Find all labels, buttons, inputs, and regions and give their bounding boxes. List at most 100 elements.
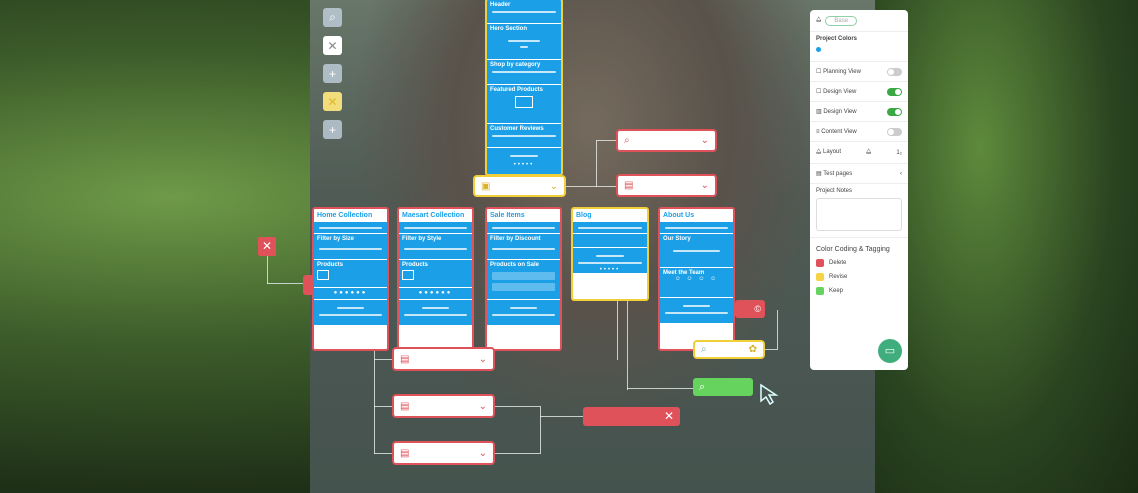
search-icon: ⌕ (699, 381, 706, 393)
connector (596, 140, 616, 141)
chevron-down-icon: ⌄ (478, 400, 487, 412)
team-label: Meet the Team (663, 270, 705, 276)
tag-label: Delete (829, 260, 847, 266)
chevron-down-icon: ⌄ (700, 180, 709, 191)
connector (617, 300, 618, 360)
filter-label: Filter by Style (402, 236, 442, 242)
connector (540, 416, 583, 417)
page-dropdown[interactable]: ▤⌄ (616, 174, 717, 197)
chevron-down-icon: ⌄ (700, 135, 709, 146)
design-view-toggle-2[interactable] (887, 107, 902, 116)
view-icon: ☐ (816, 69, 822, 75)
layout-value[interactable]: 1₂ (896, 149, 902, 156)
test-pages-label: Test pages (823, 171, 853, 177)
project-notes-label: Project Notes (816, 188, 853, 194)
tagging-title: Color Coding & Tagging (816, 246, 890, 253)
tag-label: Revise (829, 274, 848, 280)
connector (627, 388, 693, 389)
tag-label: Keep (829, 288, 844, 294)
swatch (816, 287, 824, 295)
card-title: Sale Items (487, 209, 560, 222)
search-tool-button[interactable]: ⌕ (323, 8, 342, 27)
search-dropdown[interactable]: ⌕⌄ (616, 129, 717, 152)
image-placeholder-icon (515, 96, 533, 108)
products-label: Products on Sale (490, 262, 540, 268)
category-section-label: Shop by category (490, 62, 541, 68)
view-label: Content View (821, 128, 857, 135)
design-view-toggle[interactable] (887, 87, 902, 96)
chevron-icon[interactable]: ‹ (900, 170, 902, 177)
card-title: Home Collection (314, 209, 387, 222)
plus-icon: + (328, 66, 336, 81)
page-dropdown-1[interactable]: ▤⌄ (392, 347, 495, 371)
search-icon: ⌕ (329, 10, 336, 24)
content-view-toggle[interactable] (887, 127, 902, 136)
header-section-label: Header (490, 2, 511, 8)
page-icon: ▤ (400, 353, 410, 365)
connector (596, 140, 597, 187)
stamp-icon[interactable]: ⧋ (866, 149, 872, 155)
hero-section-label: Hero Section (490, 26, 528, 32)
connector (495, 453, 540, 454)
card-title: Blog (573, 209, 647, 222)
products-label: Products (402, 262, 429, 268)
close-icon: ✕ (663, 409, 674, 423)
connector (267, 283, 307, 284)
chevron-down-icon: ⌄ (549, 180, 558, 192)
page-dropdown-2[interactable]: ▤⌄ (392, 394, 495, 418)
close-yellow-tool-button[interactable]: ✕ (323, 92, 342, 111)
reviews-section-label: Customer Reviews (490, 126, 544, 132)
plus-icon: + (328, 122, 336, 137)
tag-revise[interactable]: Revise (810, 270, 908, 284)
connector (374, 350, 375, 454)
story-label: Our Story (663, 236, 691, 242)
connector (267, 256, 268, 284)
home-page-dropdown[interactable]: ▣⌄ (473, 175, 566, 197)
planning-view-toggle[interactable] (887, 67, 902, 76)
connector (777, 310, 778, 350)
card-title: Maesart Collection (399, 209, 472, 222)
delete-button[interactable]: ✕ (258, 237, 276, 256)
close-tool-button[interactable]: ✕ (323, 36, 342, 55)
page-dropdown-3[interactable]: ▤⌄ (392, 441, 495, 465)
connector (374, 406, 392, 407)
swatch (816, 273, 824, 281)
close-icon: ✕ (327, 38, 338, 53)
home-collection-wireframe[interactable]: Home Collection Filter by Size Products … (312, 207, 389, 351)
home-page-wireframe[interactable]: Header Hero Section Shop by category Fea… (485, 0, 563, 176)
close-icon: ✕ (261, 239, 273, 253)
blog-wireframe[interactable]: Blog ••••• (571, 207, 649, 301)
forest-background (875, 0, 1138, 493)
copyright-tag[interactable]: © (735, 300, 765, 318)
red-tab-marker (303, 275, 313, 295)
connector (627, 300, 628, 390)
view-label: Design View (823, 109, 857, 115)
sale-items-wireframe[interactable]: Sale Items Filter by Discount Products o… (485, 207, 562, 351)
search-input[interactable]: ⌕✿ (693, 340, 765, 359)
add-tool-button-2[interactable]: + (323, 120, 342, 139)
color-swatch[interactable] (816, 47, 821, 52)
project-notes-input[interactable] (816, 198, 902, 231)
search-icon: ⌕ (701, 344, 707, 355)
delete-bar-button[interactable]: ✕ (583, 407, 680, 426)
tag-keep[interactable]: Keep (810, 284, 908, 298)
about-us-wireframe[interactable]: About Us Our Story Meet the Team☺ ☺ ☺ ☺ (658, 207, 735, 351)
green-search-bar[interactable]: ⌕ (693, 378, 753, 396)
search-icon: ⌕ (624, 135, 630, 146)
layers-icon: ⧋ (816, 17, 822, 23)
chat-button[interactable]: ▭ (878, 339, 902, 363)
mode-pill[interactable]: Base (825, 15, 858, 26)
tag-delete[interactable]: Delete (810, 256, 908, 270)
pages-icon: ▤ (816, 171, 822, 177)
add-tool-button[interactable]: + (323, 64, 342, 83)
products-label: Products (317, 262, 344, 268)
project-colors-label: Project Colors (816, 36, 858, 42)
connector (374, 359, 392, 360)
filter-label: Filter by Discount (490, 236, 541, 242)
page-icon: ▤ (400, 400, 410, 412)
page-icon: ▣ (481, 180, 491, 192)
collection-wireframe[interactable]: Maesart Collection Filter by Style Produ… (397, 207, 474, 351)
cursor-icon (760, 383, 779, 406)
chat-icon: ▭ (884, 345, 896, 357)
card-title: About Us (660, 209, 733, 222)
